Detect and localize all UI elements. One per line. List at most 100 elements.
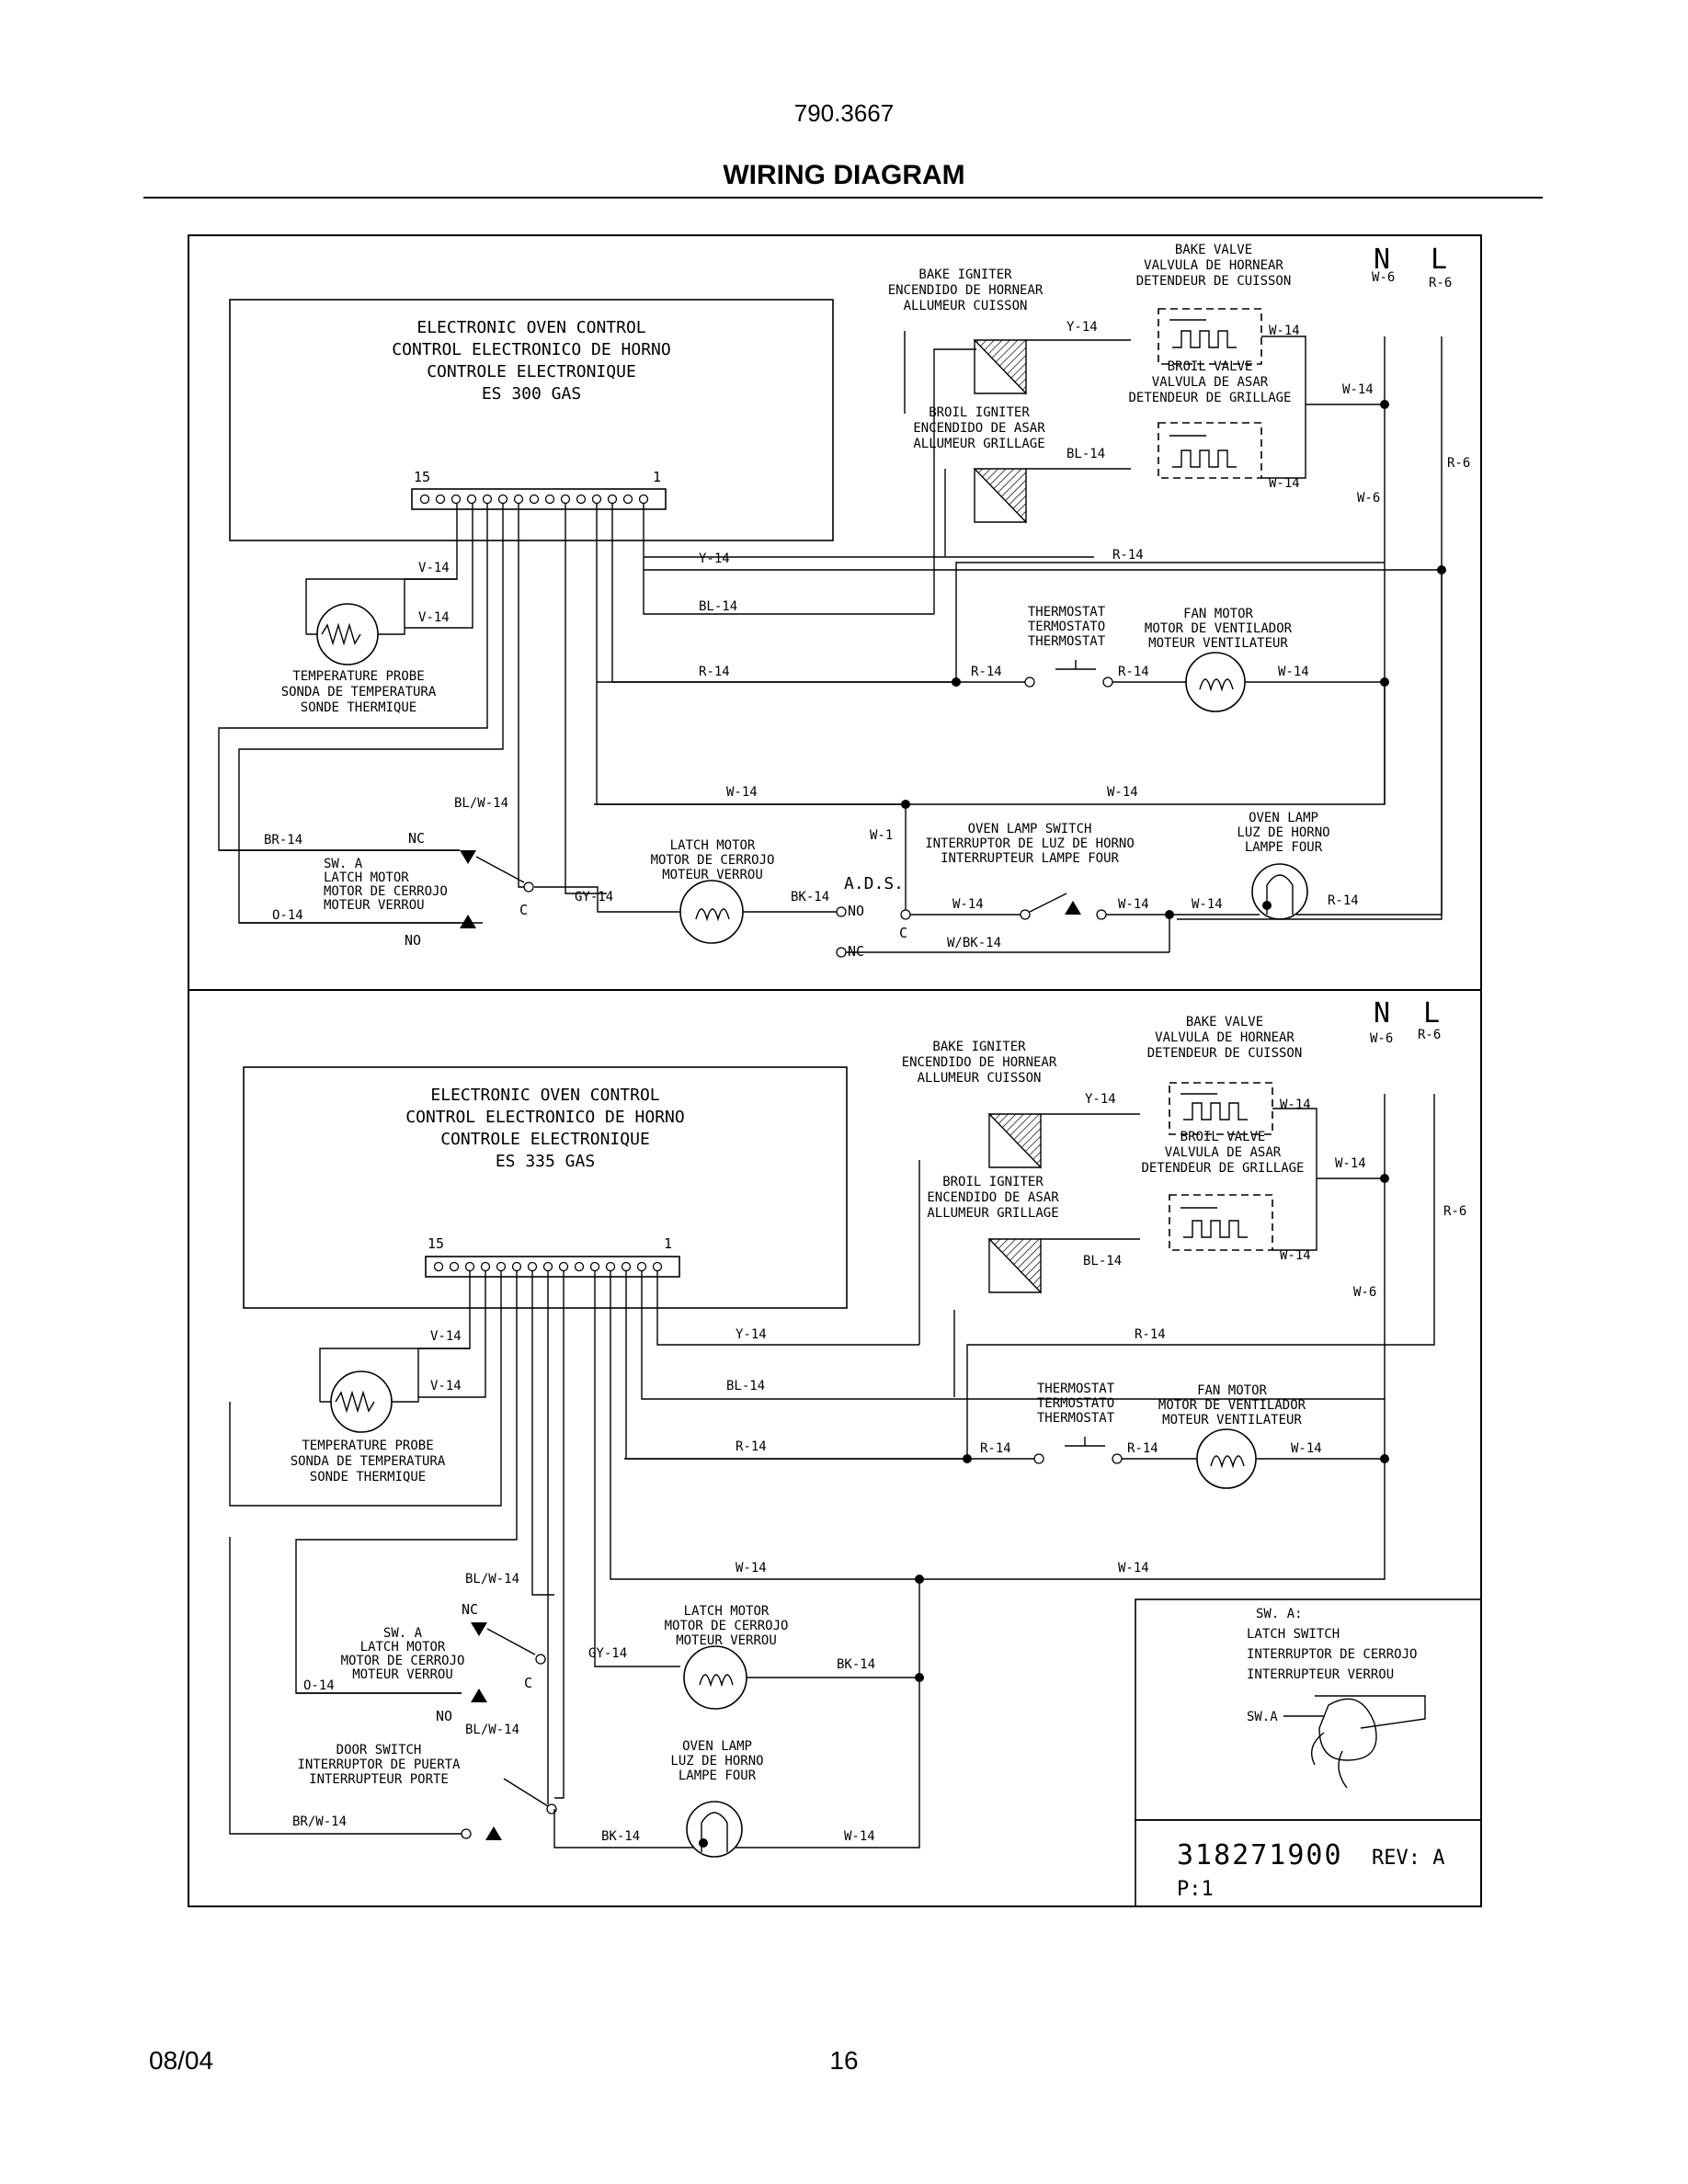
wire-w14-valves-top: W-14: [1342, 382, 1374, 397]
wire-r14-fan-top: R-14: [1118, 665, 1149, 679]
broil-valve-label-bottom: BROIL VALVE: [1180, 1130, 1266, 1144]
broil-igniter-fr-bottom: ALLUMEUR GRILLAGE: [927, 1206, 1058, 1221]
wire-bl14-igniter-bottom: BL-14: [1083, 1254, 1122, 1268]
door-switch-label-bottom: DOOR SWITCH: [336, 1743, 422, 1757]
wire-w14-lamp-a-top: W-14: [1118, 897, 1149, 912]
wire-y14-bottom: Y-14: [736, 1327, 767, 1342]
top-section: ELECTRONIC OVEN CONTROL CONTROL ELECTRON…: [218, 243, 1470, 960]
latch-switch-icon: [1318, 1698, 1377, 1761]
lamp-switch-label-top: OVEN LAMP SWITCH: [968, 822, 1092, 836]
latch-motor-fr-top: MOTEUR VERROU: [662, 868, 763, 882]
temp-probe-label-bottom: TEMPERATURE PROBE: [302, 1439, 433, 1453]
sw-a-nc-arrow-bottom: [471, 1622, 487, 1636]
wire-w14-a-top: W-14: [726, 785, 758, 800]
wire-r14-therm-bottom: R-14: [980, 1441, 1011, 1456]
latch-switch-legend: SW. A: LATCH SWITCH INTERRUPTOR DE CERRO…: [1135, 1598, 1482, 1821]
latch-motor-es-top: MOTOR DE CERROJO: [651, 853, 775, 868]
control-model-bottom: ES 335 GAS: [496, 1152, 595, 1171]
lamp-switch-es-top: INTERRUPTOR DE LUZ DE HORNO: [925, 836, 1135, 851]
lamp-switch-fr-top: INTERRUPTEUR LAMPE FOUR: [941, 851, 1119, 866]
latch-motor-label-bottom: LATCH MOTOR: [684, 1604, 770, 1619]
wire-r6-top: R-6: [1447, 456, 1470, 471]
wire-r14-probe-bottom: R-14: [736, 1439, 767, 1454]
bake-valve-label-top: BAKE VALVE: [1175, 243, 1252, 257]
sw-a-fr-top: MOTEUR VERROU: [324, 898, 425, 913]
wire-w1-top: W-1: [870, 828, 893, 843]
thermostat-fr-bottom: THERMOSTAT: [1037, 1411, 1115, 1426]
temp-probe-es-bottom: SONDA DE TEMPERATURA: [291, 1454, 446, 1469]
thermostat-label-bottom: THERMOSTAT: [1037, 1382, 1115, 1396]
wire-bl14-top: BL-14: [699, 599, 737, 614]
bake-valve-fr-bottom: DETENDEUR DE CUISSON: [1147, 1046, 1303, 1061]
temp-probe-es-top: SONDA DE TEMPERATURA: [281, 685, 437, 700]
pin-1-label-bottom: 1: [664, 1235, 672, 1252]
wire-blw14-b-bottom: BL/W-14: [465, 1723, 519, 1737]
wire-wbk14-top: W/BK-14: [947, 936, 1001, 950]
title-block-box: [1135, 1819, 1482, 1907]
wire-o14-top: O-14: [272, 908, 303, 923]
legend-sw-label: SW.A: [1247, 1710, 1278, 1724]
temp-probe-fr-top: SONDE THERMIQUE: [301, 700, 416, 715]
fan-motor-label-bottom: FAN MOTOR: [1197, 1383, 1267, 1398]
wire-w14-fan-top: W-14: [1278, 665, 1309, 679]
wire-blw14-top: BL/W-14: [454, 796, 508, 811]
lamp-switch-arrow-top: [1065, 901, 1081, 915]
bake-igniter-es-bottom: ENCENDIDO DE HORNEAR: [902, 1055, 1057, 1070]
revision: REV: A: [1372, 1847, 1444, 1870]
sw-a-c-bottom: C: [524, 1675, 532, 1691]
fan-motor-bottom: [1196, 1428, 1257, 1489]
wire-v14-a-top: V-14: [418, 561, 450, 575]
wire-w6-n-bottom: W-6: [1370, 1031, 1393, 1046]
line-label-top: L: [1431, 244, 1447, 276]
title-rule: [143, 197, 1543, 199]
control-es-label-top: CONTROL ELECTRONICO DE HORNO: [392, 340, 670, 359]
wire-w6-top: W-6: [1357, 491, 1380, 506]
sw-a-label-top: SW. A: [324, 857, 363, 871]
wire-r14-lamp-top: R-14: [1328, 893, 1359, 908]
connector-bottom: [425, 1256, 680, 1278]
wire-bk14-top: BK-14: [791, 890, 829, 904]
title-block: 318271900 REV: A P:1: [1135, 1819, 1482, 1907]
wire-w14-broil-valve-top: W-14: [1269, 476, 1300, 491]
control-model-top: ES 300 GAS: [482, 384, 581, 404]
fan-motor-es-bottom: MOTOR DE VENTILADOR: [1158, 1398, 1306, 1413]
sw-a-nc-arrow-top: [460, 850, 476, 864]
control-fr-label-bottom: CONTROLE ELECTRONIQUE: [440, 1130, 650, 1149]
control-title-bottom: ELECTRONIC OVEN CONTROL: [430, 1086, 659, 1105]
sw-a-label-bottom: SW. A: [383, 1626, 423, 1641]
wire-w14-lamp-sw-top: W-14: [952, 897, 984, 912]
thermostat-label-top: THERMOSTAT: [1028, 605, 1106, 620]
bake-valve-fr-top: DETENDEUR DE CUISSON: [1136, 274, 1292, 289]
fan-motor-fr-top: MOTEUR VENTILATEUR: [1148, 636, 1288, 651]
wire-w14-lamp-b-top: W-14: [1192, 897, 1223, 912]
wire-r6-l-bottom: R-6: [1418, 1028, 1441, 1042]
oven-lamp-fr-bottom: LAMPE FOUR: [679, 1769, 757, 1783]
sw-a-latch-top: LATCH MOTOR: [324, 870, 409, 885]
latch-motor-bottom: [683, 1645, 747, 1710]
model-number: 790.3667: [793, 99, 895, 127]
page-code: P:1: [1177, 1878, 1214, 1901]
wire-w6-n-top: W-6: [1372, 270, 1395, 285]
wire-r14-top: R-14: [1112, 548, 1144, 563]
wire-bk14-lamp-bottom: BK-14: [601, 1829, 640, 1844]
wire-r6-l-top: R-6: [1429, 276, 1452, 290]
oven-lamp-label-top: OVEN LAMP: [1249, 811, 1318, 825]
wire-w14-broil-valve-bottom: W-14: [1280, 1248, 1311, 1263]
legend-line-4: INTERRUPTEUR VERROU: [1247, 1667, 1394, 1682]
diagram-frame: [188, 234, 1482, 1907]
broil-valve-fr-top: DETENDEUR DE GRILLAGE: [1128, 391, 1291, 405]
thermostat-es-bottom: TERMOSTATO: [1037, 1396, 1114, 1411]
sw-a-es-top: MOTOR DE CERROJO: [324, 884, 448, 899]
wire-w6-bottom: W-6: [1353, 1285, 1376, 1300]
oven-lamp-label-bottom: OVEN LAMP: [682, 1739, 752, 1754]
sw-a-c-top: C: [519, 902, 528, 918]
sw-a-nc-top: NC: [408, 830, 425, 847]
bake-valve-bottom: [1169, 1082, 1273, 1135]
part-number: 318271900: [1177, 1839, 1343, 1871]
oven-lamp-top: [1251, 863, 1308, 920]
ads-label-top: A.D.S.: [844, 874, 904, 893]
footer-page-number: 16: [829, 2046, 859, 2075]
wire-bl14-igniter-top: BL-14: [1066, 447, 1105, 461]
control-fr-label-top: CONTROLE ELECTRONIQUE: [427, 362, 636, 381]
pin-15-label-bottom: 15: [428, 1235, 444, 1252]
